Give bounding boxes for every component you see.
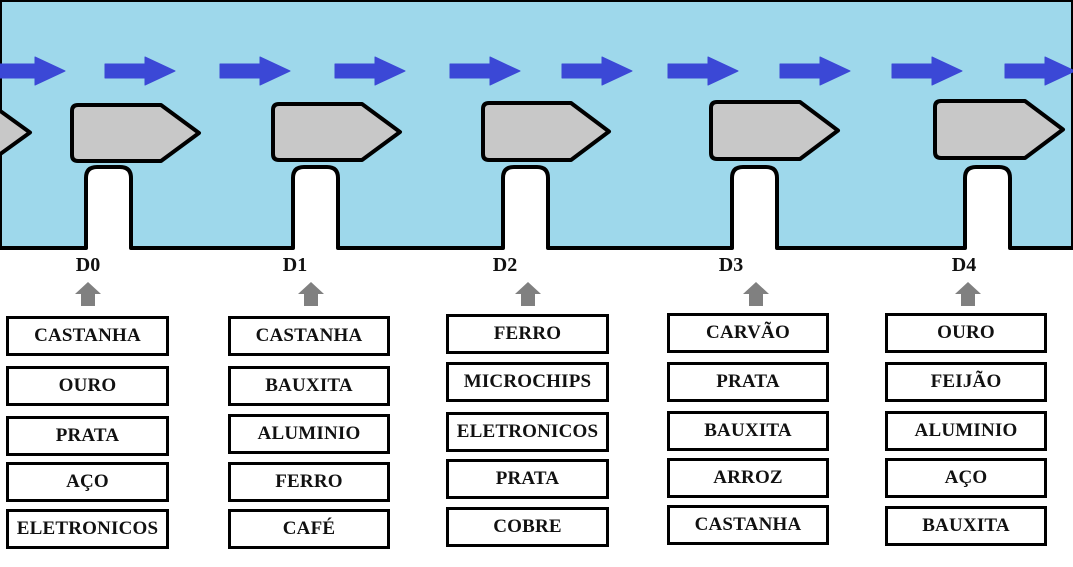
ships bbox=[0, 99, 1065, 163]
dock-label: D2 bbox=[492, 254, 518, 276]
arrow-right-icon bbox=[1004, 56, 1073, 86]
cargo-item: CAFÉ bbox=[228, 509, 390, 549]
arrow-right-icon bbox=[449, 56, 521, 86]
ship-icon bbox=[0, 108, 32, 157]
cargo-item: COBRE bbox=[446, 507, 609, 547]
ship-icon bbox=[70, 103, 201, 163]
cargo-item: OURO bbox=[885, 313, 1047, 353]
ship-icon bbox=[271, 102, 402, 162]
dock-label: D1 bbox=[282, 254, 308, 276]
cargo-item: OURO bbox=[6, 366, 169, 406]
cargo-item: ALUMINIO bbox=[885, 411, 1047, 451]
dock-label: D4 bbox=[951, 254, 977, 276]
cargo-item: PRATA bbox=[6, 416, 169, 456]
arrow-right-icon bbox=[779, 56, 851, 86]
dock-label: D0 bbox=[75, 254, 101, 276]
cargo-item: CASTANHA bbox=[6, 316, 169, 356]
dock-label: D3 bbox=[718, 254, 744, 276]
cargo-item: FEIJÃO bbox=[885, 362, 1047, 402]
cargo-item: ALUMINIO bbox=[228, 414, 390, 454]
arrow-up-icon bbox=[75, 282, 101, 306]
cargo-item: FERRO bbox=[228, 462, 390, 502]
cargo-item: BAUXITA bbox=[885, 506, 1047, 546]
cargo-item: AÇO bbox=[6, 462, 169, 502]
cargo-item: PRATA bbox=[446, 459, 609, 499]
cargo-item: ARROZ bbox=[667, 458, 829, 498]
arrow-right-icon bbox=[891, 56, 963, 86]
arrow-up-icon bbox=[515, 282, 541, 306]
cargo-item: MICROCHIPS bbox=[446, 362, 609, 402]
arrow-up-icon bbox=[955, 282, 981, 306]
cargo-item: FERRO bbox=[446, 314, 609, 354]
flow-arrows bbox=[0, 56, 1073, 86]
up-arrows bbox=[75, 282, 981, 306]
ship-icon bbox=[481, 101, 611, 162]
arrow-right-icon bbox=[104, 56, 176, 86]
cargo-item: AÇO bbox=[885, 458, 1047, 498]
arrow-right-icon bbox=[667, 56, 739, 86]
cargo-item: CASTANHA bbox=[667, 505, 829, 545]
arrow-right-icon bbox=[219, 56, 291, 86]
arrow-up-icon bbox=[743, 282, 769, 306]
ship-icon bbox=[709, 100, 840, 161]
arrow-up-icon bbox=[298, 282, 324, 306]
cargo-item: ELETRONICOS bbox=[446, 412, 609, 452]
cargo-item: CASTANHA bbox=[228, 316, 390, 356]
cargo-item: PRATA bbox=[667, 362, 829, 402]
cargo-item: BAUXITA bbox=[667, 411, 829, 451]
arrow-right-icon bbox=[561, 56, 633, 86]
cargo-item: ELETRONICOS bbox=[6, 509, 169, 549]
arrow-right-icon bbox=[334, 56, 406, 86]
cargo-item: BAUXITA bbox=[228, 366, 390, 406]
arrow-right-icon bbox=[0, 56, 66, 86]
ship-icon bbox=[933, 99, 1065, 160]
cargo-item: CARVÃO bbox=[667, 313, 829, 353]
